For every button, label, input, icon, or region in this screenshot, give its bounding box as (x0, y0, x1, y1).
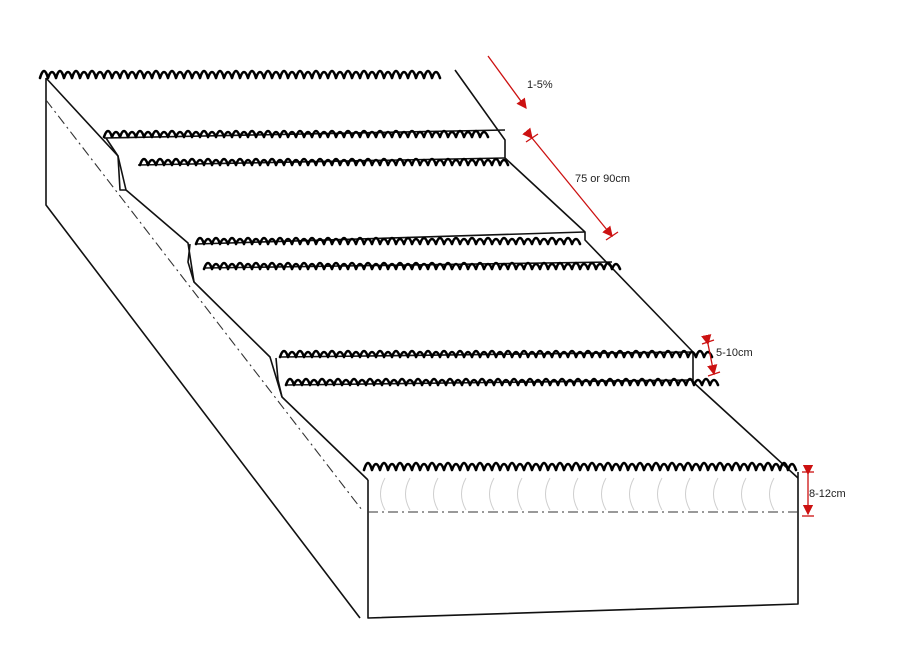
slope-arrow (487, 55, 527, 110)
width-tick-top (525, 133, 539, 143)
hidden-lines (45, 99, 798, 513)
plant-row-6 (278, 349, 714, 359)
plant-row-2 (102, 129, 490, 139)
width-tick-bottom (605, 231, 619, 241)
dimension-markers (487, 55, 814, 517)
step-dimension-line (701, 334, 718, 376)
riser-2 (187, 243, 195, 283)
block-outline (45, 69, 799, 619)
slope-label: 1-5% (527, 79, 553, 91)
riser-1 (105, 137, 126, 191)
top-left-rim (45, 77, 369, 481)
front-face (367, 472, 799, 619)
plant-row-3 (138, 157, 510, 167)
step-height-label: 5-10cm (716, 347, 753, 359)
soil-depth-label: 8-12cm (809, 488, 846, 500)
plant-row-1 (38, 69, 442, 80)
plant-row-7 (284, 377, 720, 387)
bed-width-label: 75 or 90cm (575, 173, 631, 185)
right-stepped-edge (454, 69, 799, 479)
plant-row-4 (194, 236, 582, 246)
riser-3 (275, 357, 283, 398)
step-tick-bottom (707, 371, 721, 377)
plant-row-5 (202, 261, 622, 271)
plant-rows (38, 69, 798, 472)
width-dimension-line (522, 127, 613, 238)
plant-row-8 (362, 461, 798, 472)
hidden-left-base (45, 99, 363, 511)
soil-contours (380, 477, 775, 511)
left-face-edge (45, 78, 361, 619)
step-tick-top (701, 339, 715, 345)
